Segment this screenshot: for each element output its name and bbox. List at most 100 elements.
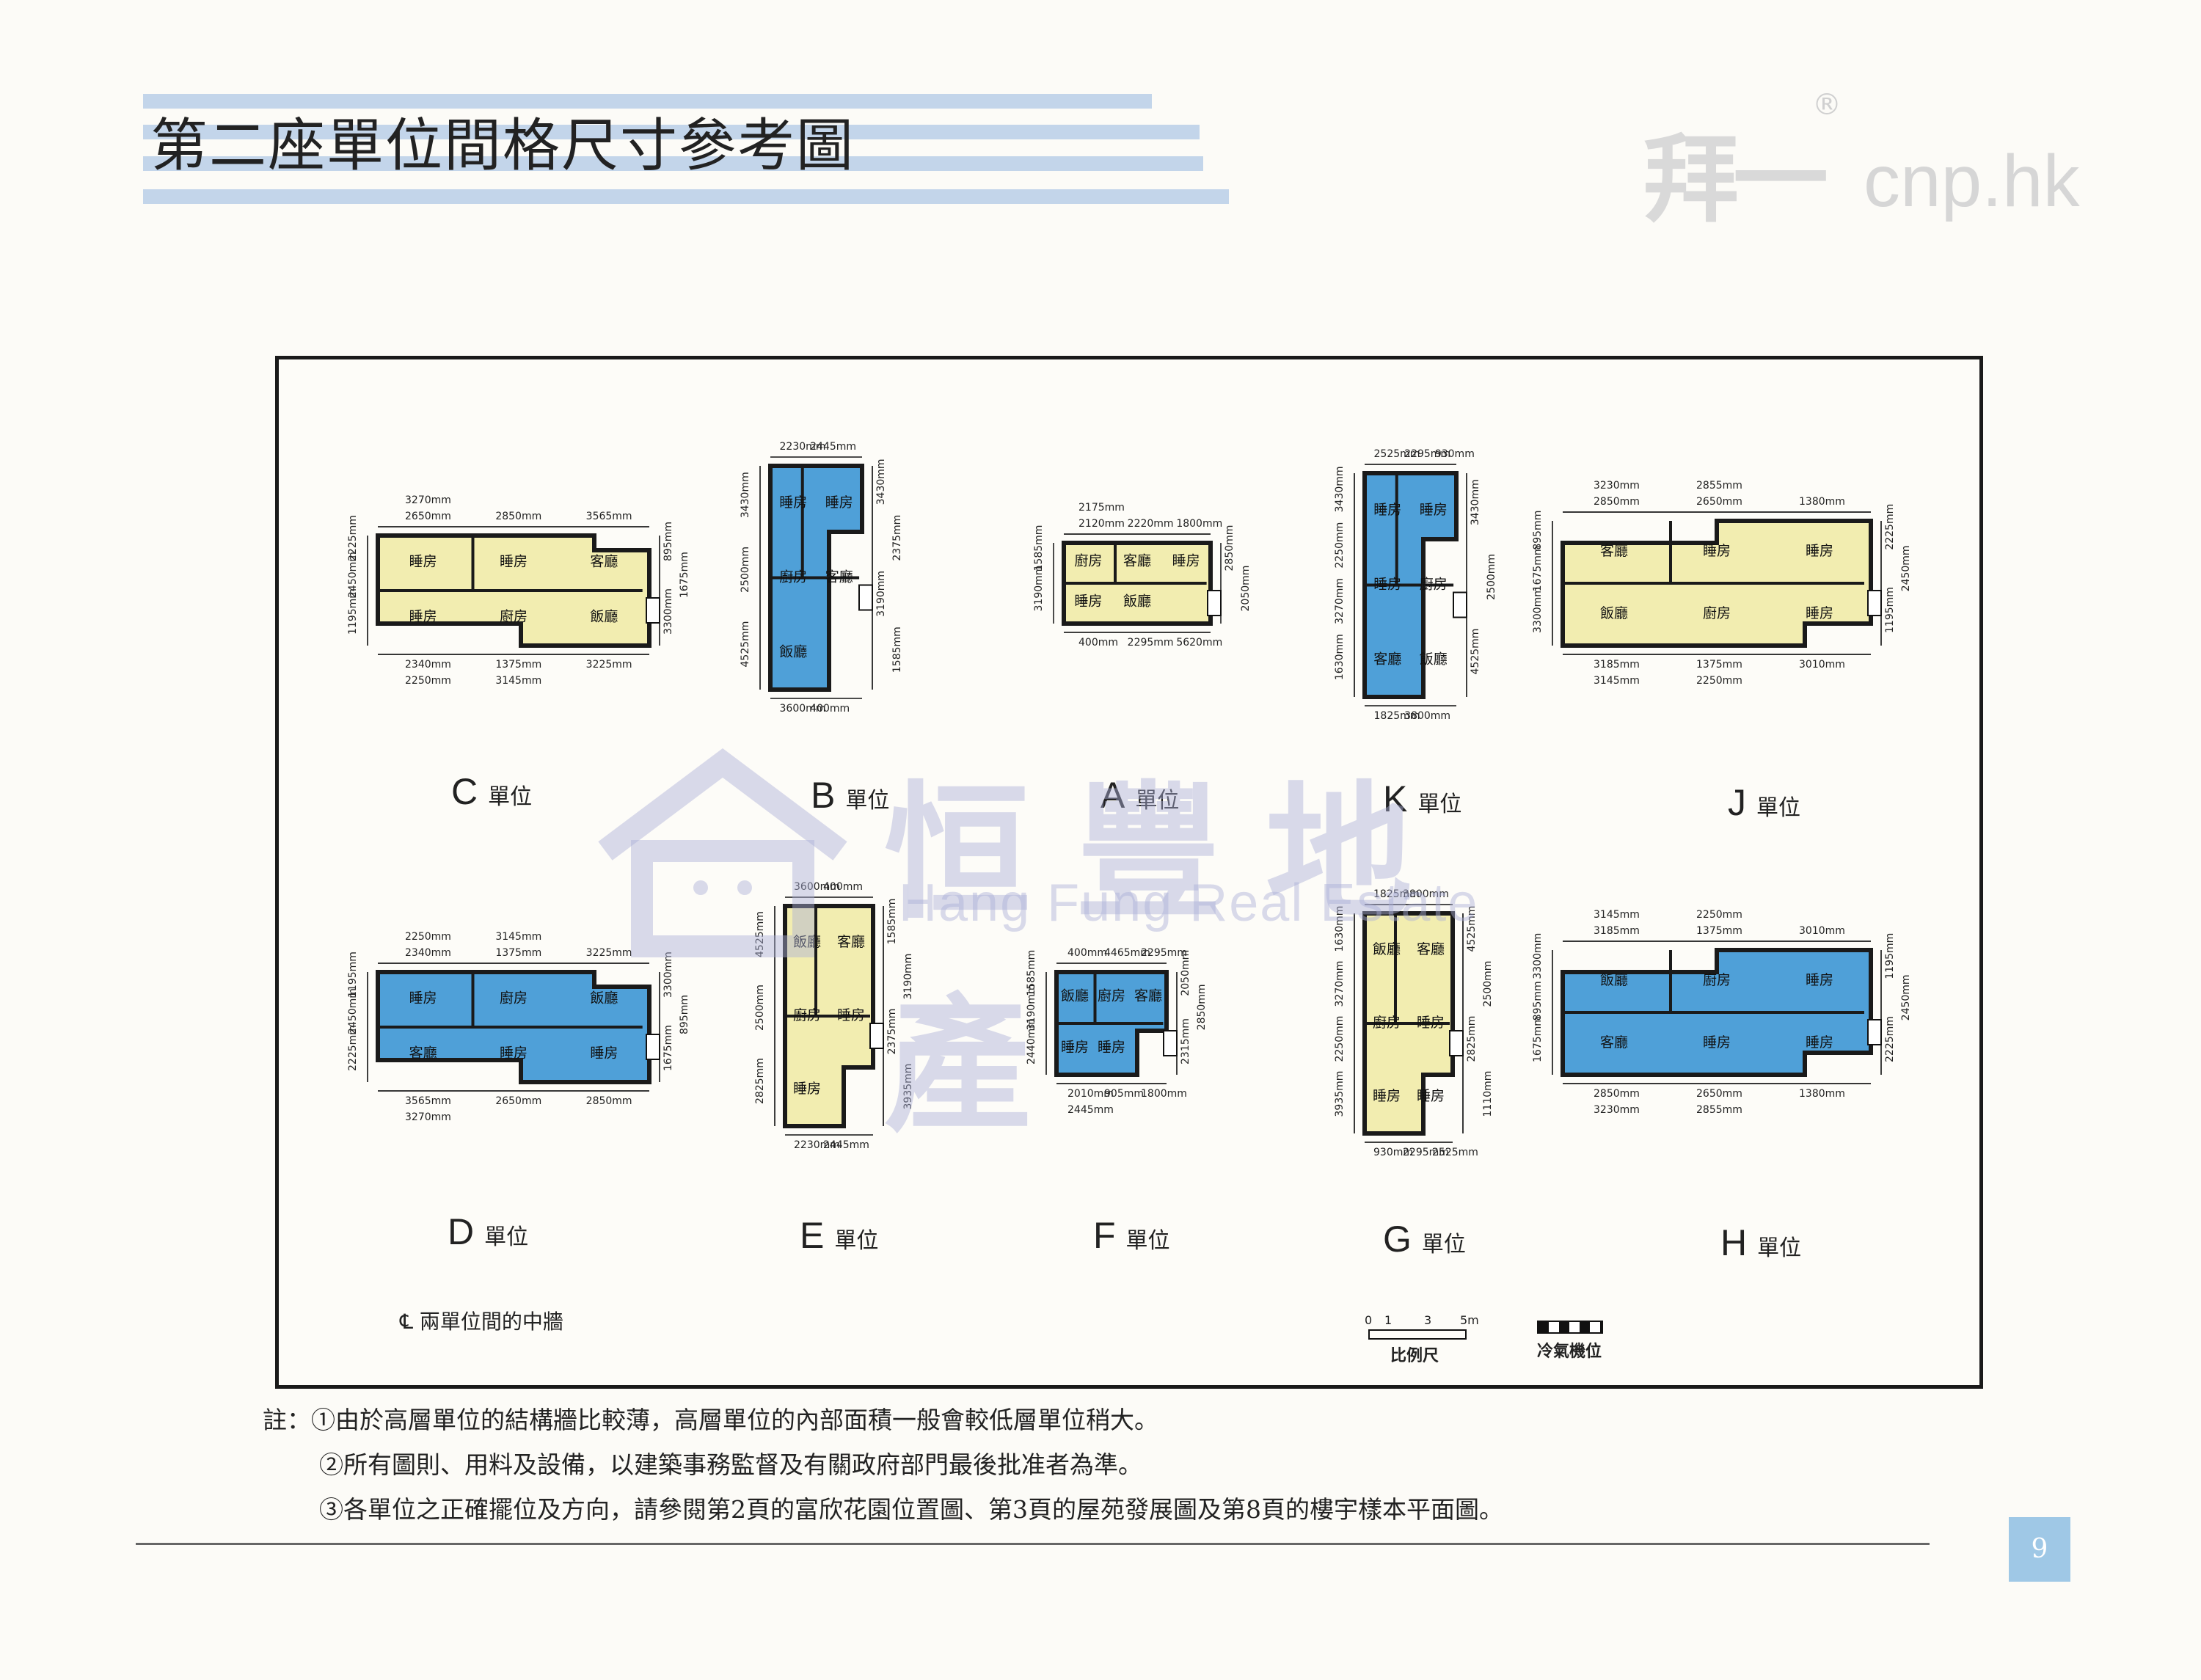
dimension-label: 2650mm: [405, 511, 451, 522]
room-label: 客廳: [1123, 552, 1151, 569]
room-label: 廚房: [1420, 576, 1448, 593]
room-label: 睡房: [1373, 502, 1401, 518]
dimension-label: 905mm: [1104, 1088, 1144, 1100]
dimension-label: 3145mm: [1594, 909, 1640, 921]
page-number: 9: [2009, 1517, 2070, 1582]
dimension-label: 2850mm: [1224, 525, 1235, 571]
room-label: 睡房: [1806, 543, 1833, 559]
room-label: 睡房: [1703, 543, 1731, 559]
dimension-label: 3935mm: [902, 1064, 914, 1110]
dimension-label: 1585mm: [1026, 950, 1037, 996]
dimension-label: 2650mm: [1696, 496, 1742, 508]
dimension-label: 2450mm: [1900, 545, 1912, 591]
dimension-label: 1195mm: [347, 588, 359, 635]
room-label: 睡房: [1373, 577, 1401, 593]
dimension-label: 2250mm: [1334, 1016, 1346, 1062]
ac-label: 冷氣機位: [1537, 1343, 1602, 1361]
room-label: 廚房: [793, 1007, 821, 1023]
dimension-label: 5620mm: [1176, 637, 1222, 649]
room-label: 飯廳: [1373, 941, 1401, 957]
dimension-label: 1375mm: [495, 947, 541, 959]
note-item: ③各單位之正確擺位及方向，請參閱第2頁的富欣花園位置圖、第3頁的屋苑發展圖及第8…: [319, 1495, 1503, 1524]
floorplan-drawing: 飯廳廚房客廳睡房睡房400mm4465mm2295mm2010mm905mm18…: [1026, 947, 1208, 1116]
unit-letter: B: [811, 775, 836, 816]
dimension-label: 3430mm: [875, 459, 887, 505]
room-label: 睡房: [590, 1045, 618, 1061]
room-label: 睡房: [1417, 1088, 1445, 1104]
room-label: 廚房: [1703, 605, 1731, 621]
ac-unit-mark: [1867, 1019, 1882, 1045]
room-label: 睡房: [409, 553, 437, 569]
dimension-label: 2825mm: [1466, 1016, 1478, 1062]
page-title: 第二座單位間格尺寸參考圖: [150, 113, 855, 179]
floorplan-drawing: 飯廳客廳廚房睡房睡房3600mm400mm2230mm2445mm4525mm2…: [754, 881, 914, 1151]
dimension-label: 1675mm: [1532, 1016, 1544, 1062]
dimension-label: 3190mm: [1026, 984, 1037, 1030]
dimension-label: 4465mm: [1104, 947, 1150, 959]
dimension-label: 1585mm: [886, 899, 898, 945]
room-label: 睡房: [1806, 605, 1833, 621]
dimension-label: 3430mm: [1470, 479, 1481, 525]
dimension-label: 4525mm: [1466, 906, 1478, 952]
dimension-label: 3145mm: [495, 931, 541, 943]
dimension-label: 1675mm: [1532, 545, 1544, 591]
note-line: 註：①由於高層單位的結構牆比較薄，高層單位的內部面積一般會較低層單位稍大。: [263, 1398, 1503, 1442]
dimension-label: 2850mm: [1594, 496, 1640, 508]
scale-label: 比例尺: [1390, 1347, 1439, 1365]
dimension-label: 400mm: [1067, 947, 1107, 959]
room-label: 睡房: [1806, 1034, 1833, 1051]
room-label: 飯廳: [1600, 972, 1628, 988]
unit-letter: K: [1383, 778, 1408, 819]
dimension-label: 2250mm: [1334, 522, 1346, 569]
scale-tick: 1: [1384, 1313, 1392, 1327]
dimension-label: 2010mm: [1067, 1088, 1114, 1100]
scale-bar: 0 1 3 5m 比例尺: [1361, 1313, 1479, 1372]
dimension-label: 3600mm: [794, 881, 840, 893]
dimension-label: 1825mm: [1374, 710, 1420, 722]
dimension-label: 3300mm: [663, 952, 674, 998]
header-stripe: [143, 125, 1200, 139]
room-label: 睡房: [1098, 1040, 1125, 1056]
room-label: 廚房: [1098, 987, 1125, 1004]
dimension-label: 2220mm: [1128, 518, 1174, 530]
room-label: 睡房: [1074, 593, 1102, 609]
dimension-label: 1195mm: [347, 952, 359, 998]
dimension-label: 895mm: [663, 522, 674, 561]
room-label: 睡房: [1806, 972, 1833, 988]
dimension-label: 2850mm: [586, 1095, 632, 1107]
dimension-label: 2525mm: [1432, 1147, 1478, 1158]
room-label: 睡房: [1420, 502, 1448, 518]
dimension-label: 895mm: [1532, 511, 1544, 550]
unit-letter: F: [1093, 1215, 1116, 1256]
dimension-label: 3190mm: [875, 571, 887, 617]
dimension-label: 1585mm: [891, 627, 903, 673]
dimension-label: 3190mm: [1033, 566, 1045, 612]
room-label: 睡房: [837, 1007, 865, 1023]
dimension-label: 2295mm: [1404, 448, 1450, 460]
logo-script: 拜一: [1643, 123, 1828, 235]
dimension-label: 2225mm: [347, 1025, 359, 1071]
dimension-label: 3185mm: [1594, 925, 1640, 937]
floorplan-drawing: 睡房睡房廚房客廳飯廳2230mm2445mm3600mm400mm3430mm2…: [740, 441, 903, 715]
dimension-label: 930mm: [1435, 448, 1475, 460]
dimension-label: 3190mm: [902, 954, 914, 1000]
dimension-label: 4525mm: [1470, 629, 1481, 675]
dimension-label: 2850mm: [1594, 1088, 1640, 1100]
brand-logo: 拜一 ® cnp.hk: [1643, 88, 2113, 235]
room-label: 飯廳: [779, 643, 807, 660]
unit-letter: H: [1720, 1222, 1748, 1263]
dimension-label: 930mm: [1373, 1147, 1413, 1158]
dimension-label: 4525mm: [754, 911, 766, 957]
room-label: 睡房: [825, 494, 853, 511]
room-label: 睡房: [409, 990, 437, 1006]
dimension-label: 3300mm: [1532, 933, 1544, 979]
notes: 註：①由於高層單位的結構牆比較薄，高層單位的內部面積一般會較低層單位稍大。 ②所…: [263, 1398, 1503, 1532]
header-stripe: [143, 94, 1152, 109]
dimension-label: 1630mm: [1334, 634, 1346, 680]
room-label: 睡房: [1417, 1015, 1445, 1031]
